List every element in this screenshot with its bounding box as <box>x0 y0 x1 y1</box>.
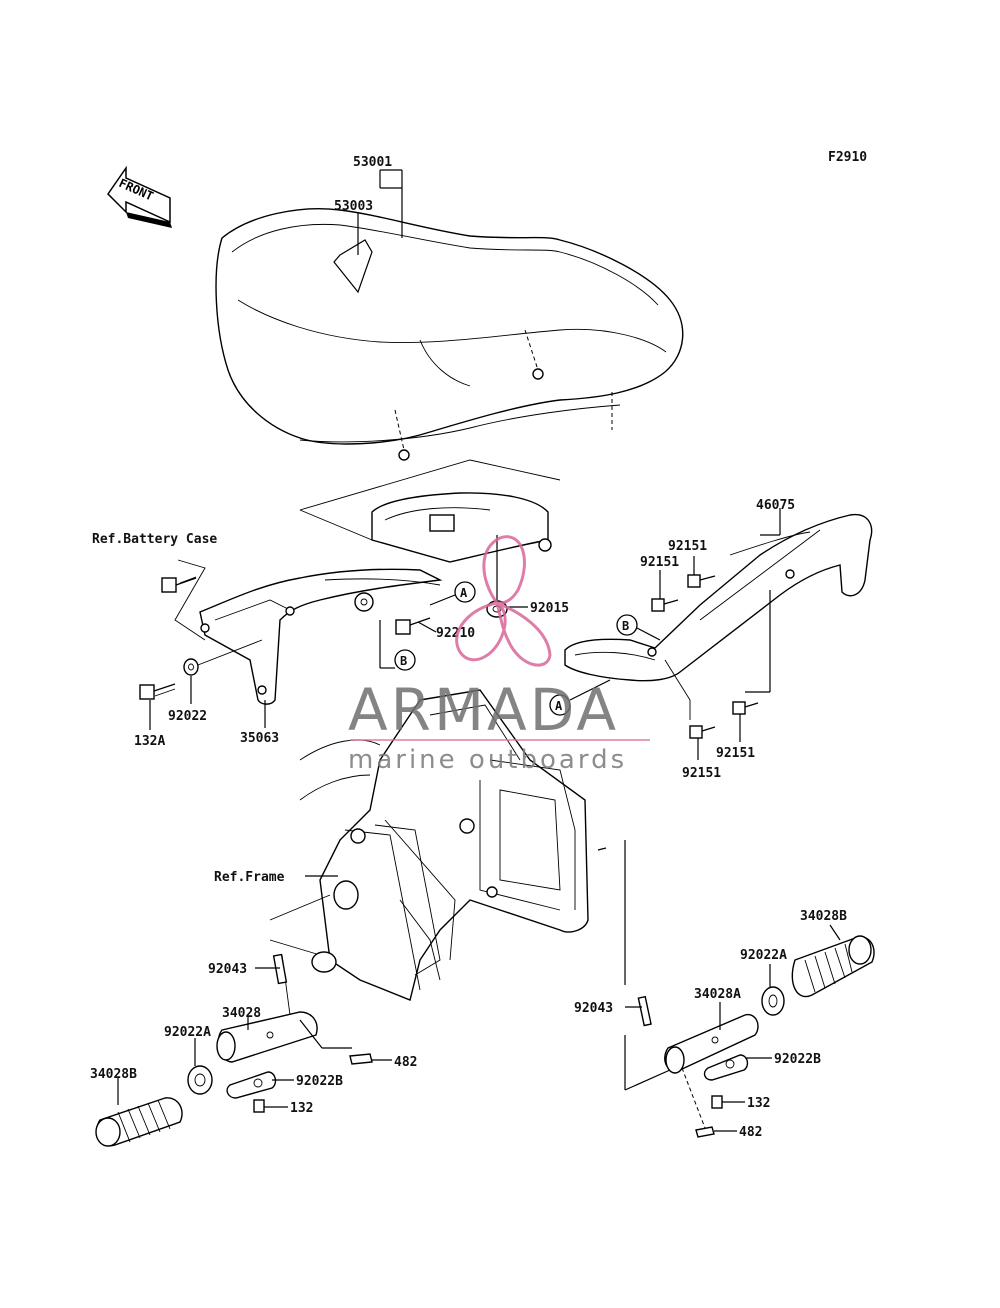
part-92022B-left: 92022B <box>296 1074 343 1089</box>
part-92022B-right: 92022B <box>774 1052 821 1067</box>
washer-92022-drawing <box>183 639 263 676</box>
callout-a-left-text: A <box>460 586 468 600</box>
battery-case-bolt-drawing <box>161 559 206 641</box>
part-92151-d: 92151 <box>682 766 721 781</box>
part-92015: 92015 <box>530 601 569 616</box>
pin-axis-right <box>681 1067 706 1129</box>
seat-drawing <box>215 208 684 461</box>
part-92151-a: 92151 <box>668 539 707 554</box>
part-53003: 53003 <box>334 199 373 214</box>
ref-battery-case: Ref.Battery Case <box>92 532 217 547</box>
part-92151-b: 92151 <box>640 555 679 570</box>
callout-b-right: B <box>616 614 661 641</box>
part-92022: 92022 <box>168 709 207 724</box>
part-92043-left: 92043 <box>208 962 247 977</box>
part-92043-right: 92043 <box>574 1001 613 1016</box>
callout-a-left: A <box>429 581 476 606</box>
grab-rail-46075-drawing <box>564 513 873 720</box>
ref-frame: Ref.Frame <box>214 870 285 885</box>
part-132A: 132A <box>134 734 165 749</box>
front-direction-arrow: FRONT <box>107 165 172 228</box>
leader-34028B-right <box>829 924 841 941</box>
right-footpeg-drawing <box>637 935 875 1138</box>
armada-watermark: ARMADA marine outboards <box>348 535 650 775</box>
leader-right-lower-b <box>624 1069 671 1091</box>
bolt-132A-drawing <box>139 683 176 700</box>
callout-b-left: B <box>379 620 416 671</box>
seat-bracket-drawing <box>299 459 561 612</box>
part-34028B-right: 34028B <box>800 909 847 924</box>
part-132-right: 132 <box>747 1096 770 1111</box>
part-132-left: 132 <box>290 1101 313 1116</box>
figure-id: F2910 <box>828 150 867 165</box>
leader-left-pin <box>299 1019 323 1049</box>
left-footpeg-drawing <box>95 953 373 1147</box>
watermark-tagline: marine outboards <box>348 745 627 775</box>
part-35063: 35063 <box>240 731 279 746</box>
propeller-logo-icon <box>455 535 552 667</box>
part-92022A-right: 92022A <box>740 948 787 963</box>
part-53001: 53001 <box>353 155 392 170</box>
bolt-92210-drawing <box>395 617 437 635</box>
callout-b-left-text: B <box>400 654 407 668</box>
part-46075: 46075 <box>756 498 795 513</box>
main-frame-drawing <box>269 689 607 1001</box>
seat-leaders <box>357 169 403 255</box>
bolts-92151-drawing <box>651 574 759 739</box>
part-34028: 34028 <box>222 1006 261 1021</box>
part-92151-c: 92151 <box>716 746 755 761</box>
part-92210: 92210 <box>436 626 475 641</box>
part-482-left: 482 <box>394 1055 417 1070</box>
bracket-35063-drawing <box>199 568 443 705</box>
part-34028B-left: 34028B <box>90 1067 137 1082</box>
part-482-right: 482 <box>739 1125 762 1140</box>
part-92022A-left: 92022A <box>164 1025 211 1040</box>
callout-a-right-text: A <box>555 699 563 713</box>
callout-a-right: A <box>549 679 611 716</box>
callout-b-right-text: B <box>622 619 629 633</box>
part-34028A: 34028A <box>694 987 741 1002</box>
watermark-brand: ARMADA <box>348 676 619 744</box>
